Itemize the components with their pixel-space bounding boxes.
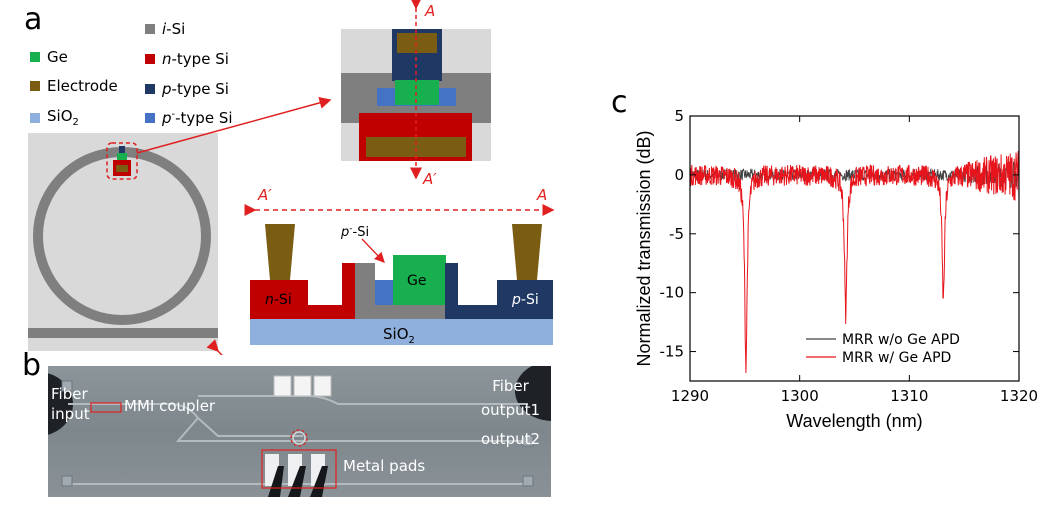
label-a-prime-section: A′ xyxy=(257,186,272,204)
plot-frame xyxy=(689,115,1020,382)
x-axis-label: Wavelength (nm) xyxy=(786,411,922,431)
panel-label-b: b xyxy=(22,348,42,383)
probe-2 xyxy=(288,466,306,497)
panel-label-c: c xyxy=(611,85,628,120)
legend-item-pminus-si: p--type Si xyxy=(145,109,233,127)
legend-label-p-si: p-type Si xyxy=(162,80,229,98)
legend-swatch-i-si xyxy=(145,24,155,34)
label-a-top: A xyxy=(424,2,435,20)
label-mmi-coupler: MMI coupler xyxy=(124,397,216,415)
y-tick-label: -10 xyxy=(660,284,685,302)
transmission-chart: 1290 1300 1310 1320 5 0 -5 -10 -15 Wavelength (n… xyxy=(634,107,1039,431)
legend-item-i-si: i-Si xyxy=(145,20,185,38)
legend-label-ge: Ge xyxy=(47,48,68,66)
ring-device-ge xyxy=(117,153,127,160)
label-ge-section: Ge xyxy=(407,273,426,289)
y-tick-label: -5 xyxy=(669,225,684,243)
y-tick-label: 0 xyxy=(674,166,684,184)
legend-item-ge: Ge xyxy=(30,48,68,66)
legend-swatch-ge xyxy=(30,52,40,62)
x-tick-label: 1300 xyxy=(781,387,819,405)
heater-pad-2 xyxy=(293,375,312,397)
y-tick-label: 5 xyxy=(674,107,684,125)
legend-label-i-si: i-Si xyxy=(162,20,186,38)
label-a-prime-top: A′ xyxy=(422,170,437,188)
waveguide-output2 xyxy=(175,417,528,442)
ring-device-highlight xyxy=(106,142,138,180)
ring-device-electrode xyxy=(116,165,128,172)
fiber-output-tip xyxy=(515,366,551,421)
legend-label-2: MRR w/ Ge APD xyxy=(842,350,951,366)
panel-label-a: a xyxy=(24,2,43,37)
legend-swatch-p-si xyxy=(145,84,155,94)
panel-a-diagram: A A′ A′ A p--Si Ge n-Si p-Si SiO2 xyxy=(28,0,555,355)
ring-highlight xyxy=(290,429,308,447)
x-tick-label: 1320 xyxy=(1000,387,1038,405)
legend-swatch-pminus-si xyxy=(145,113,155,123)
y-tick-label: -15 xyxy=(660,343,685,361)
series-line-2 xyxy=(690,150,1019,373)
legend-item-p-si: p-type Si xyxy=(145,80,229,98)
x-tick-label: 1290 xyxy=(671,387,709,405)
axes: 1290 1300 1310 1320 5 0 -5 -10 -15 xyxy=(660,107,1039,405)
legend-label-n-si: n-type Si xyxy=(162,50,229,68)
legend-label-sio2: SiO2 xyxy=(47,107,79,128)
legend-label-electrode: Electrode xyxy=(47,77,118,95)
series-line-1 xyxy=(690,161,1019,189)
probe-1 xyxy=(268,466,284,497)
label-p-minus-si: p--Si xyxy=(340,224,369,240)
micrograph-link-arrow xyxy=(206,339,298,355)
heater-pad-3 xyxy=(313,375,332,397)
zoom-arrow xyxy=(136,96,332,154)
waveguide-input xyxy=(68,403,303,437)
legend-item-sio2: SiO2 xyxy=(30,107,79,128)
legend-swatch-electrode xyxy=(30,81,40,91)
label-output2: output2 xyxy=(481,430,541,448)
legend-item-n-si: n-type Si xyxy=(145,50,229,68)
x-tick-label: 1310 xyxy=(890,387,928,405)
label-p-si: p-Si xyxy=(511,292,539,308)
label-metal-pads: Metal pads xyxy=(343,457,426,475)
p-minus-si-pointer xyxy=(361,238,385,263)
legend-item-electrode: Electrode xyxy=(30,77,118,95)
probe-3 xyxy=(310,466,328,497)
legend-swatch-sio2 xyxy=(30,112,40,123)
label-a-section: A xyxy=(536,186,547,204)
legend: MRR w/o Ge APD MRR w/ Ge APD xyxy=(806,332,960,366)
metal-pads-highlight xyxy=(261,449,337,489)
label-sio2-section: SiO2 xyxy=(383,325,415,346)
waveguide-output1 xyxy=(198,395,528,405)
cross-section xyxy=(250,224,553,345)
plot-area xyxy=(690,150,1019,373)
label-n-si: n-Si xyxy=(265,292,292,308)
y-axis-label: Normalized transmission (dB) xyxy=(634,130,654,366)
legend-label-1: MRR w/o Ge APD xyxy=(842,332,960,348)
ring-in-micrograph xyxy=(292,431,306,445)
legend-label-pminus-si: p--type Si xyxy=(162,109,233,127)
mmi-highlight xyxy=(90,402,122,413)
bus-waveguide xyxy=(28,328,218,338)
heater-pad-1 xyxy=(273,375,292,397)
ring-device-p xyxy=(119,146,125,153)
legend-swatch-n-si xyxy=(145,54,155,64)
top-view xyxy=(341,0,491,180)
